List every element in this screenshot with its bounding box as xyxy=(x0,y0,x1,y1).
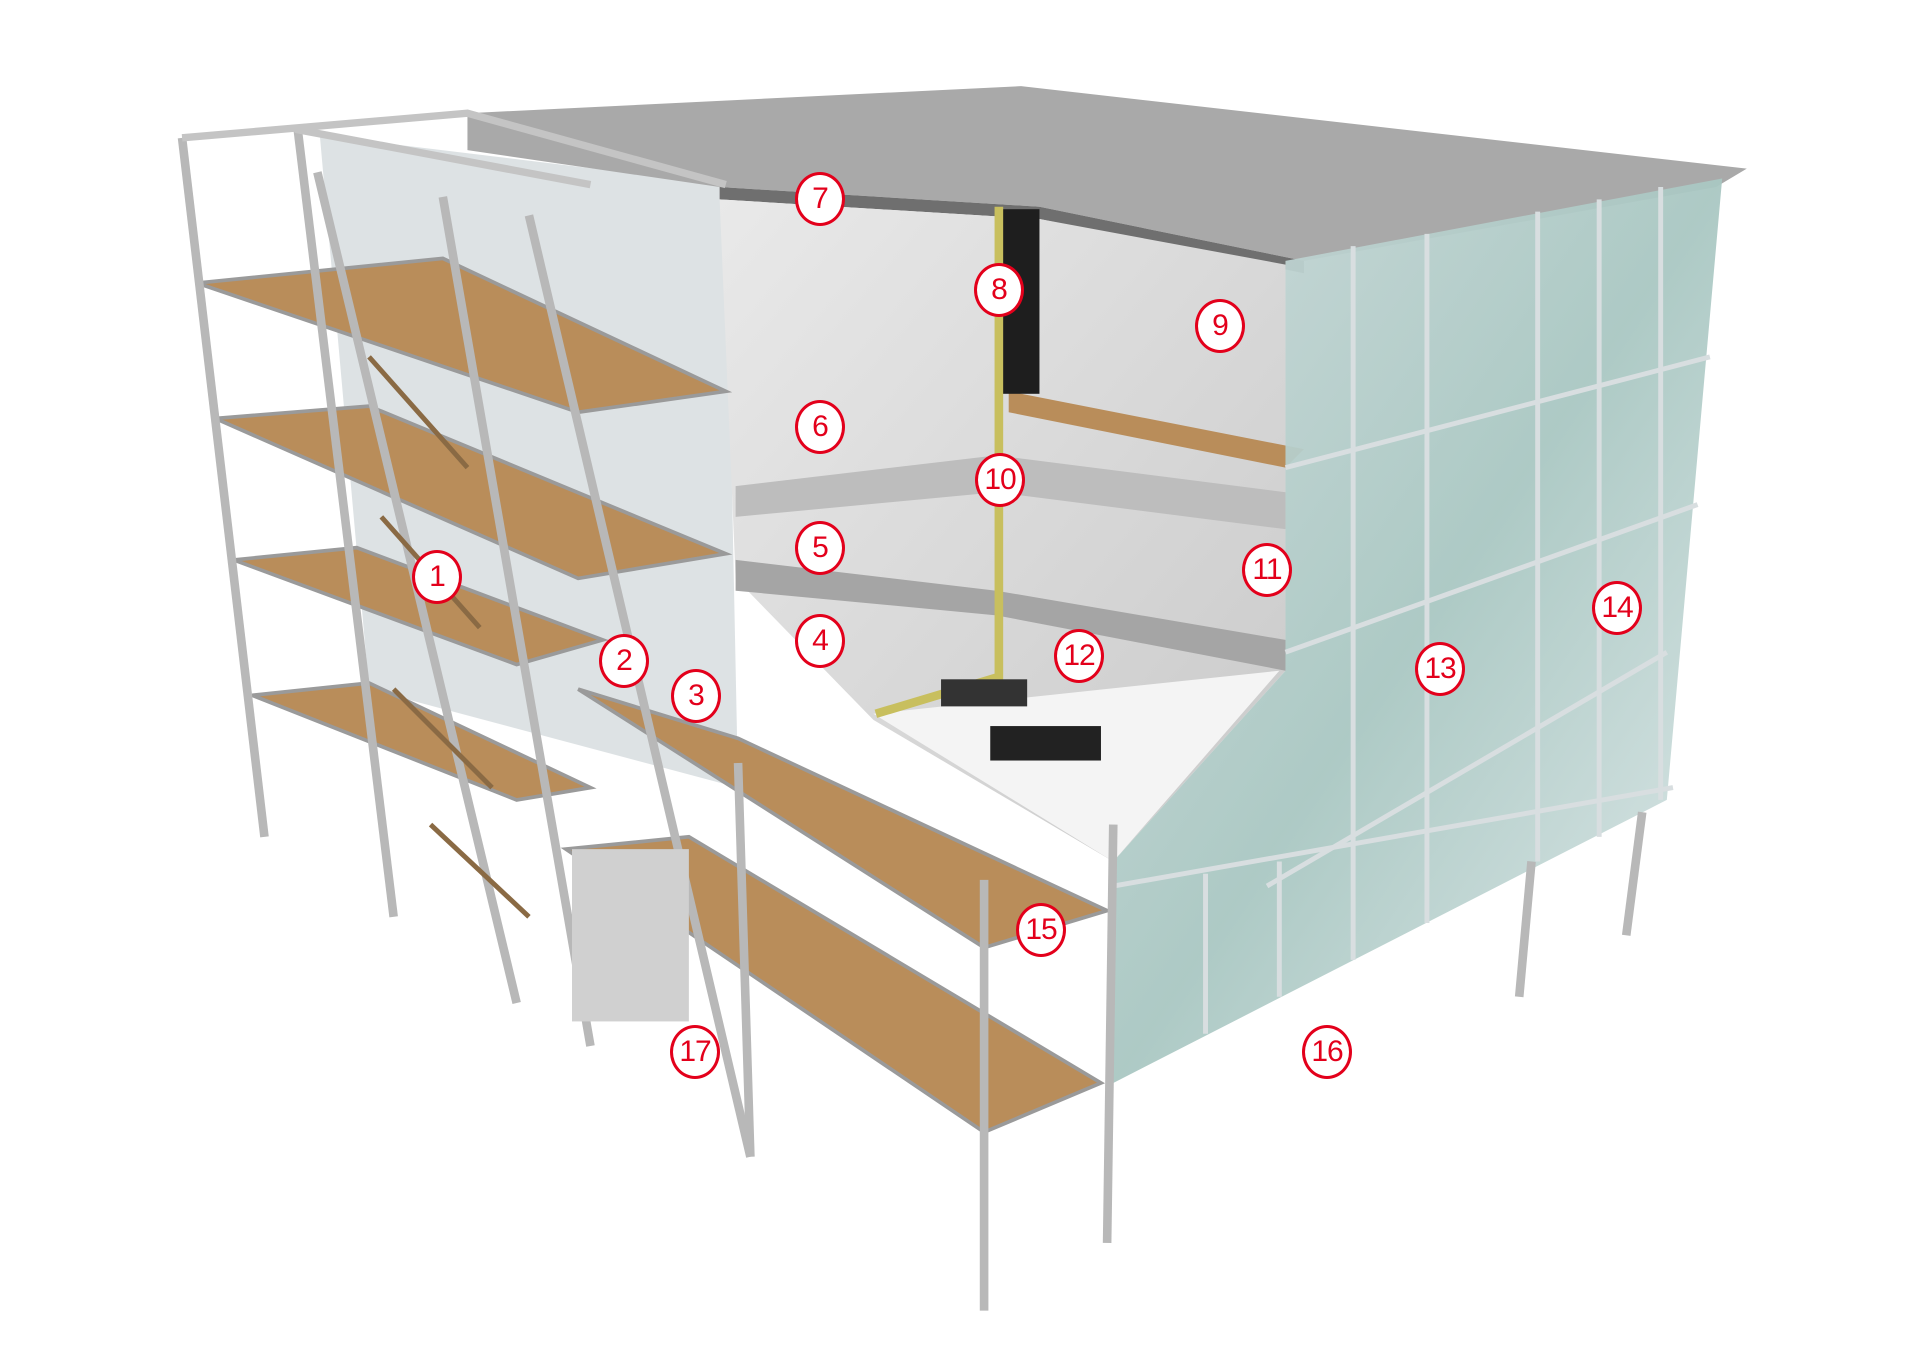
callout-3: 3 xyxy=(671,669,721,723)
callout-8: 8 xyxy=(974,263,1024,317)
callout-9: 9 xyxy=(1195,299,1245,353)
elevator-shaft xyxy=(572,849,689,1022)
callout-4: 4 xyxy=(795,614,845,668)
callout-7: 7 xyxy=(795,172,845,226)
roof-edge xyxy=(719,187,1304,274)
callout-13: 13 xyxy=(1415,642,1465,696)
callout-2: 2 xyxy=(599,634,649,688)
insulation-strip xyxy=(874,206,1004,718)
sofa xyxy=(990,726,1101,761)
callout-12: 12 xyxy=(1054,629,1104,683)
callout-15: 15 xyxy=(1016,903,1066,957)
living-room-floor xyxy=(873,670,1280,862)
callout-6: 6 xyxy=(795,400,845,454)
callout-11: 11 xyxy=(1242,543,1292,597)
callout-14: 14 xyxy=(1592,581,1642,635)
interior-slab-middle xyxy=(735,559,1286,671)
callout-5: 5 xyxy=(795,521,845,575)
facade-mullions xyxy=(1112,187,1711,1034)
frame-beams xyxy=(181,109,727,189)
callout-1: 1 xyxy=(412,550,462,604)
staircase xyxy=(367,355,531,919)
bookshelf xyxy=(941,679,1028,707)
callout-16: 16 xyxy=(1302,1025,1352,1079)
roof xyxy=(467,86,1747,261)
mezzanine-deck xyxy=(1008,391,1304,468)
callout-10: 10 xyxy=(975,453,1025,507)
callout-17: 17 xyxy=(670,1025,720,1079)
